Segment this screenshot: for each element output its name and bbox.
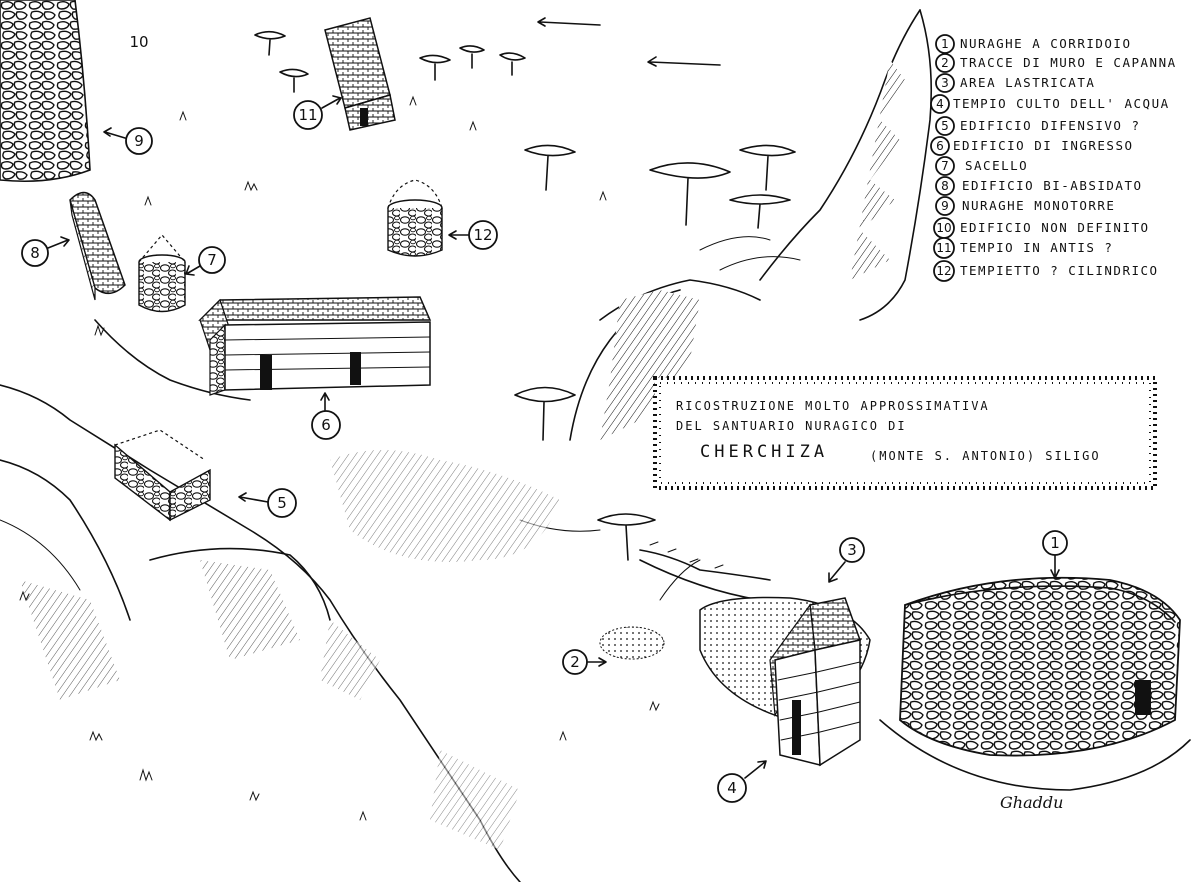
path-marks bbox=[639, 541, 771, 581]
svg-text:11: 11 bbox=[298, 106, 317, 124]
svg-text:7: 7 bbox=[207, 251, 217, 269]
svg-text:11: 11 bbox=[936, 241, 951, 255]
svg-text:TEMPIO CULTO DELL' ACQUA: TEMPIO CULTO DELL' ACQUA bbox=[953, 96, 1170, 111]
tree bbox=[419, 54, 451, 81]
legend-item: 5 EDIFICIO DIFENSIVO ? bbox=[935, 116, 1141, 136]
svg-text:5: 5 bbox=[941, 119, 949, 133]
artist-signature: Ghaddu bbox=[1000, 793, 1063, 812]
legend-item: 11 TEMPIO IN ANTIS ? bbox=[933, 237, 1113, 259]
tree bbox=[459, 45, 485, 69]
tree bbox=[729, 194, 791, 229]
svg-text:AREA LASTRICATA: AREA LASTRICATA bbox=[960, 75, 1095, 90]
callouts: 1 2 3 4 5 6 7 bbox=[21, 33, 1068, 803]
hill-hatching bbox=[20, 450, 560, 850]
svg-text:10: 10 bbox=[129, 33, 148, 51]
tree bbox=[649, 162, 731, 226]
title-box: RICOSTRUZIONE MOLTO APPROSSIMATIVA DEL S… bbox=[653, 376, 1157, 490]
svg-text:1: 1 bbox=[1050, 534, 1060, 552]
tracce-di-muro bbox=[599, 626, 665, 660]
svg-text:EDIFICIO DIFENSIVO ?: EDIFICIO DIFENSIVO ? bbox=[960, 118, 1141, 133]
svg-text:5: 5 bbox=[277, 494, 287, 512]
svg-text:EDIFICIO NON DEFINITO: EDIFICIO NON DEFINITO bbox=[960, 220, 1150, 235]
legend-item: 3 AREA LASTRICATA bbox=[935, 73, 1095, 93]
callout-4: 4 bbox=[717, 760, 767, 803]
svg-text:7: 7 bbox=[941, 159, 949, 173]
svg-text:EDIFICIO DI INGRESSO: EDIFICIO DI INGRESSO bbox=[953, 138, 1134, 153]
site-location: (MONTE S. ANTONIO) SILIGO bbox=[870, 449, 1101, 463]
svg-text:4: 4 bbox=[727, 779, 737, 797]
title-line-1: RICOSTRUZIONE MOLTO APPROSSIMATIVA bbox=[676, 399, 990, 413]
tree bbox=[524, 144, 576, 191]
edificio-difensivo bbox=[114, 429, 211, 522]
legend-item: 7 SACELLO bbox=[935, 156, 1028, 176]
callout-2: 2 bbox=[562, 649, 607, 675]
callout-8: 8 bbox=[21, 236, 70, 267]
legend-item: 12 TEMPIETTO ? CILINDRICO bbox=[933, 260, 1159, 282]
callout-12: 12 bbox=[448, 220, 498, 250]
nuraghe-a-corridoio bbox=[879, 576, 1191, 791]
legend-item: 2 TRACCE DI MURO E CAPANNA bbox=[935, 53, 1177, 73]
svg-text:TEMPIETTO ? CILINDRICO: TEMPIETTO ? CILINDRICO bbox=[960, 263, 1159, 278]
legend-item: 6 EDIFICIO DI INGRESSO bbox=[930, 136, 1134, 156]
svg-text:12: 12 bbox=[936, 264, 951, 278]
tree bbox=[597, 513, 656, 561]
legend-item: 4 TEMPIO CULTO DELL' ACQUA bbox=[930, 94, 1170, 114]
svg-text:3: 3 bbox=[847, 541, 857, 559]
legend-item: 9 NURAGHE MONOTORRE bbox=[935, 196, 1115, 216]
svg-text:NURAGHE MONOTORRE: NURAGHE MONOTORRE bbox=[962, 198, 1115, 213]
svg-text:TEMPIO IN ANTIS ?: TEMPIO IN ANTIS ? bbox=[960, 240, 1113, 255]
mountain-hatching bbox=[600, 9, 933, 440]
svg-text:4: 4 bbox=[936, 97, 944, 111]
svg-text:SACELLO: SACELLO bbox=[965, 158, 1028, 173]
svg-text:NURAGHE A CORRIDOIO: NURAGHE A CORRIDOIO bbox=[960, 36, 1132, 51]
svg-text:12: 12 bbox=[473, 226, 492, 244]
svg-text:9: 9 bbox=[134, 132, 144, 150]
svg-text:10: 10 bbox=[936, 221, 951, 235]
site-name: CHERCHIZA bbox=[700, 442, 828, 462]
callout-10: 10 bbox=[129, 33, 148, 51]
tempietto-cilindrico bbox=[387, 179, 443, 257]
svg-text:EDIFICIO BI-ABSIDATO: EDIFICIO BI-ABSIDATO bbox=[962, 178, 1143, 193]
tree bbox=[499, 52, 526, 76]
svg-text:2: 2 bbox=[941, 56, 949, 70]
grass-tufts bbox=[19, 95, 660, 821]
legend-item: 8 EDIFICIO BI-ABSIDATO bbox=[935, 176, 1143, 196]
svg-text:6: 6 bbox=[321, 416, 331, 434]
svg-text:8: 8 bbox=[30, 244, 40, 262]
callout-7: 7 bbox=[185, 246, 226, 276]
svg-text:3: 3 bbox=[941, 76, 949, 90]
legend-item: 10 EDIFICIO NON DEFINITO bbox=[933, 217, 1150, 239]
svg-text:TRACCE DI MURO E CAPANNA: TRACCE DI MURO E CAPANNA bbox=[960, 55, 1177, 70]
tempio-culto-acqua bbox=[769, 597, 861, 767]
callout-11: 11 bbox=[293, 95, 342, 130]
callout-3: 3 bbox=[828, 537, 865, 583]
decor-arrows bbox=[537, 17, 721, 67]
tree bbox=[739, 144, 796, 191]
edificio-di-ingresso bbox=[198, 296, 432, 396]
callout-1: 1 bbox=[1042, 530, 1068, 579]
nuraghe-monotorre bbox=[0, 0, 91, 183]
tree bbox=[514, 386, 576, 441]
svg-text:1: 1 bbox=[941, 37, 949, 51]
edificio-bi-absidato bbox=[69, 191, 126, 301]
svg-text:9: 9 bbox=[941, 199, 949, 213]
callout-6: 6 bbox=[311, 392, 341, 440]
trees bbox=[254, 30, 796, 561]
legend: 1 NURAGHE A CORRIDOIO 2 TRACCE DI MURO E… bbox=[930, 34, 1177, 282]
tree bbox=[279, 68, 309, 93]
title-line-2: DEL SANTUARIO NURAGICO DI bbox=[676, 419, 907, 433]
tree bbox=[254, 30, 286, 56]
callout-5: 5 bbox=[238, 488, 297, 518]
svg-text:6: 6 bbox=[936, 139, 944, 153]
tempio-in-antis bbox=[324, 17, 396, 131]
legend-item: 1 NURAGHE A CORRIDOIO bbox=[935, 34, 1132, 54]
callout-9: 9 bbox=[103, 127, 153, 155]
svg-text:8: 8 bbox=[941, 179, 949, 193]
sacello bbox=[138, 234, 186, 313]
svg-text:2: 2 bbox=[570, 653, 580, 671]
